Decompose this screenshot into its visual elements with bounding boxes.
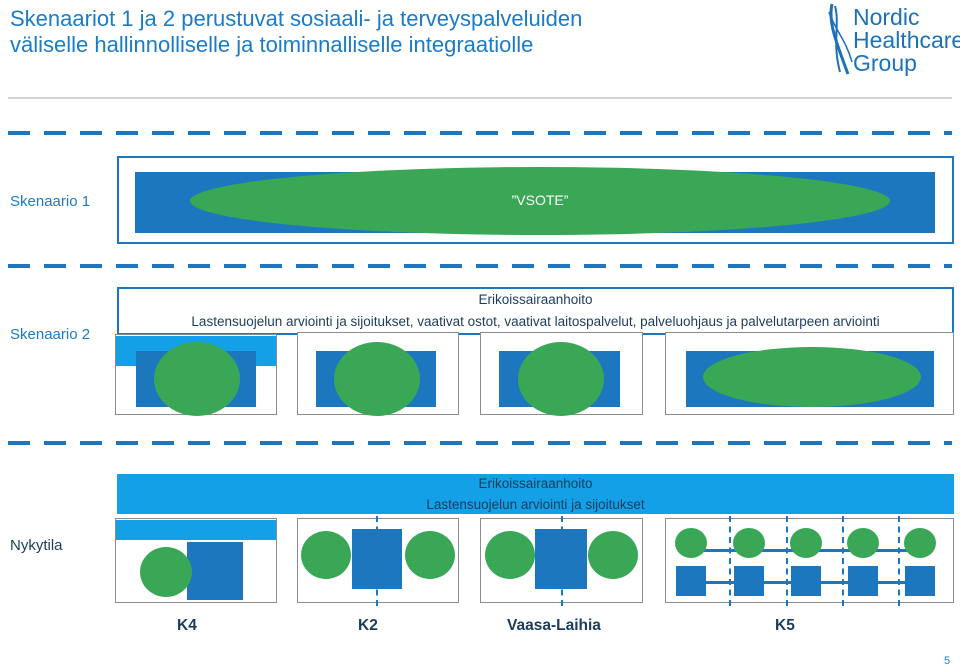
k5-small-block (791, 566, 821, 596)
k2-region-circle (405, 531, 455, 579)
scenario2-label: Skenaario 2 (10, 326, 91, 343)
slide-title-line1: Skenaariot 1 ja 2 perustuvat sosiaali- j… (10, 6, 583, 31)
dashed-separator (8, 264, 952, 268)
scenario2-region-circle (518, 342, 604, 416)
k2-region-block (352, 529, 402, 589)
k2-region-circle (301, 531, 351, 579)
k5-small-circle (790, 528, 822, 558)
current-state-label: Nykytila (10, 537, 63, 554)
page-number: 5 (944, 655, 951, 667)
logo-text-nordic: Nordic (853, 4, 920, 30)
vaasa-laihia-region-block (535, 529, 587, 589)
k5-small-circle (904, 528, 936, 558)
k5-small-circle (733, 528, 765, 558)
vsote-label: ”VSOTE” (511, 192, 569, 208)
k5-dashed-divider (786, 516, 788, 606)
k5-small-block (905, 566, 935, 596)
logo-swirl-icon (828, 3, 853, 75)
dashed-separator (8, 441, 952, 445)
scenario2-band-frame (117, 287, 954, 335)
k5-dashed-divider (842, 516, 844, 606)
scenario2-region-circle (154, 342, 240, 416)
k5-small-block (676, 566, 706, 596)
vaasa-laihia-region-circle (588, 531, 638, 579)
scenario2-band-line1: Erikoissairaanhoito (478, 292, 593, 307)
k5-small-circle (847, 528, 879, 558)
k5-dashed-divider (729, 516, 731, 606)
vaasa-laihia-region-circle (485, 531, 535, 579)
current-band (117, 474, 954, 514)
scenario2-band-line2: Lastensuojelun arviointi ja sijoitukset,… (191, 314, 880, 329)
current-band-line1: Erikoissairaanhoito (478, 476, 593, 491)
scenario1-label: Skenaario 1 (10, 193, 91, 210)
nhg-logo: Nordic Healthcare Group (826, 2, 960, 76)
k4-region-bar (116, 520, 276, 540)
scenario2-region-circle (334, 342, 420, 416)
k5-small-block (848, 566, 878, 596)
k5-dashed-divider (898, 516, 900, 606)
logo-text-group: Group (853, 50, 917, 76)
scenario2-region-ellipse (703, 347, 921, 407)
k4-region-block (187, 542, 243, 600)
dashed-separator (8, 131, 952, 135)
k5-small-circle (675, 528, 707, 558)
region-label-vaasa-laihia: Vaasa-Laihia (507, 617, 601, 634)
logo-text-healthcare: Healthcare (853, 27, 960, 53)
region-label-k2: K2 (358, 617, 378, 634)
region-label-k4: K4 (177, 617, 197, 634)
slide-title-line2: väliselle hallinnolliselle ja toiminnall… (10, 32, 534, 57)
scenario1-vsote-ellipse (190, 167, 890, 235)
current-band-line2: Lastensuojelun arviointi ja sijoitukset (426, 497, 645, 512)
region-label-k5: K5 (775, 617, 795, 634)
header-divider (8, 97, 952, 99)
slide-title: Skenaariot 1 ja 2 perustuvat sosiaali- j… (10, 6, 810, 58)
k5-small-block (734, 566, 764, 596)
k4-region-circle (140, 547, 192, 597)
